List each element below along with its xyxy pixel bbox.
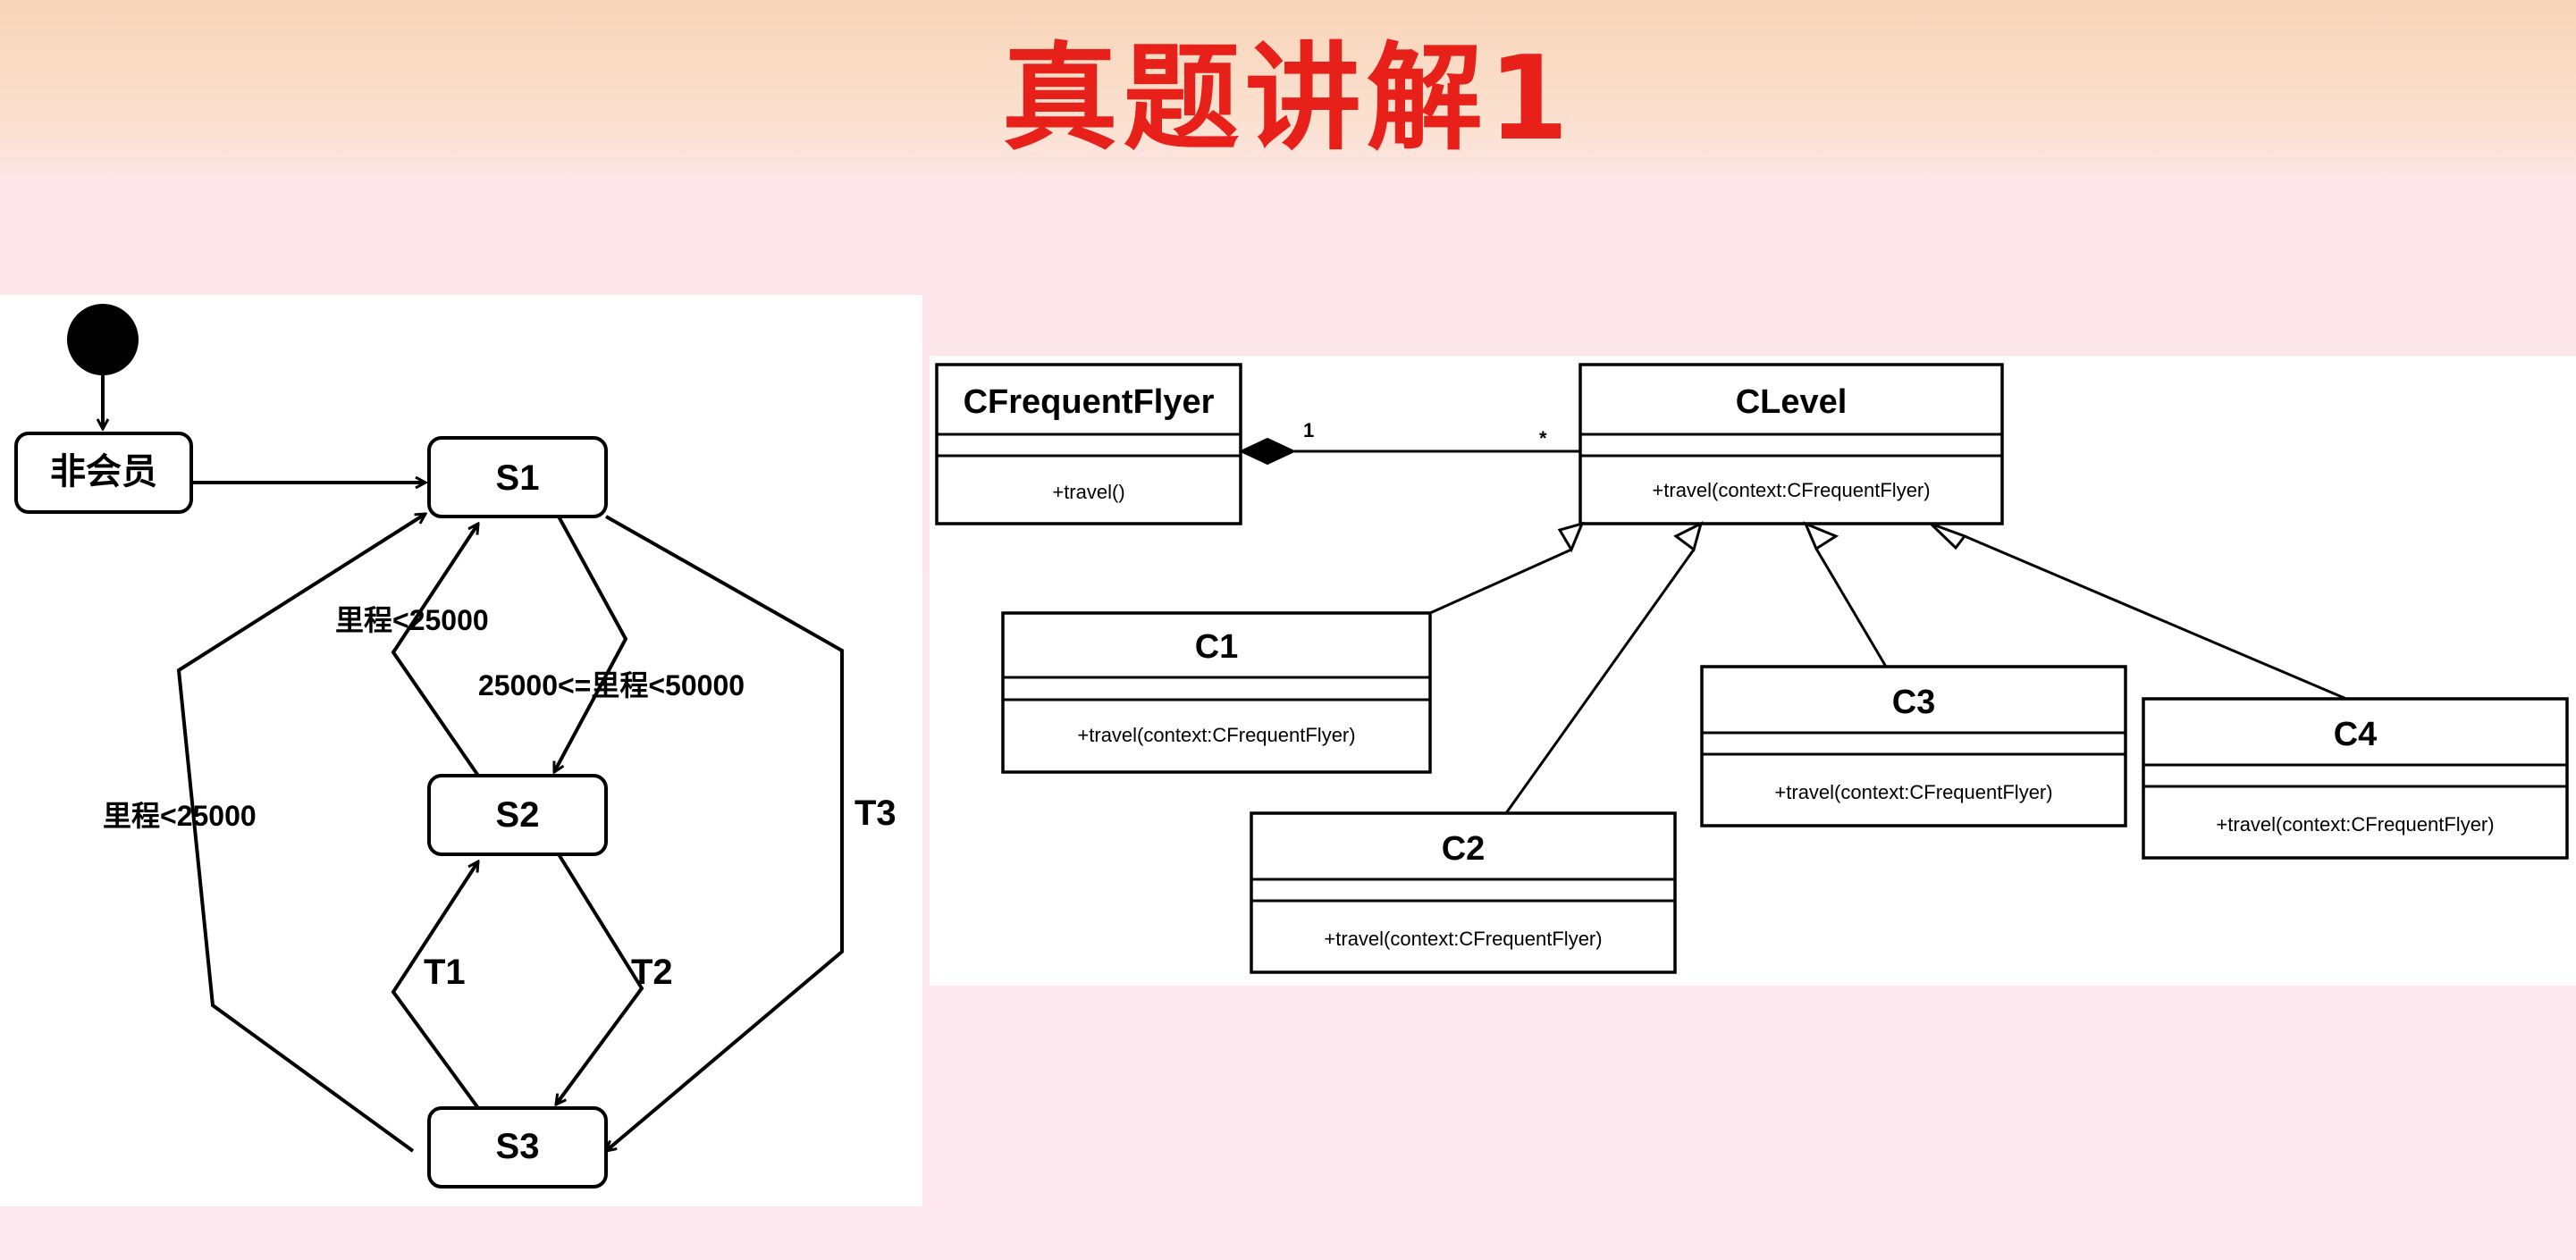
label-s1-s3: T3 [854, 794, 897, 833]
class-cfrequentflyer-op: +travel() [1052, 481, 1124, 503]
transition-s1-s2 [552, 516, 628, 772]
class-clevel: CLevel +travel(context:CFrequentFlyer) [1578, 363, 2004, 525]
class-c4-name: C4 [2334, 716, 2378, 753]
class-c2-name: C2 [1442, 830, 1486, 868]
transition-s2-s3 [556, 853, 644, 1105]
class-c1-op: +travel(context:CFrequentFlyer) [1077, 724, 1355, 746]
class-c4: C4 +travel(context:CFrequentFlyer) [2142, 697, 2569, 860]
class-diagram-panel: CFrequentFlyer +travel() 1 * CLevel +tra… [930, 356, 2576, 986]
transition-s3-s2 [391, 861, 478, 1110]
transition-s2-s1 [391, 524, 478, 777]
class-c2: C2 +travel(context:CFrequentFlyer) [1250, 811, 1677, 974]
label-s1-s2: 25000<=里程<50000 [478, 669, 745, 701]
class-cfrequentflyer: CFrequentFlyer +travel() [935, 363, 1242, 525]
generalization-c4 [1964, 534, 2347, 701]
label-s2-s1: 里程<25000 [335, 604, 489, 636]
composition-diamond [1238, 437, 1297, 466]
class-c3-name: C3 [1892, 684, 1936, 721]
class-c3: C3 +travel(context:CFrequentFlyer) [1700, 665, 2127, 827]
class-c1: C1 +travel(context:CFrequentFlyer) [1001, 611, 1432, 774]
state-nonmember: 非会员 [14, 432, 193, 514]
state-s1: S1 [427, 436, 608, 518]
generalization-c4-arrowhead [1929, 522, 1967, 550]
state-s2: S2 [427, 774, 608, 856]
state-s3: S3 [427, 1106, 608, 1189]
class-diagram: CFrequentFlyer +travel() 1 * CLevel +tra… [935, 363, 2569, 974]
transition-s3-s1 [176, 512, 425, 1153]
generalization-c1-arrowhead [1557, 521, 1585, 553]
multiplicity-flyer-end: 1 [1303, 419, 1314, 441]
state-s3-label: S3 [496, 1127, 540, 1166]
state-s2-label: S2 [496, 795, 540, 835]
state-s1-label: S1 [496, 458, 540, 498]
generalization-c1 [1429, 548, 1572, 615]
generalization-c3-arrowhead [1803, 521, 1839, 551]
composition-association: 1 * [1238, 419, 1580, 466]
label-s3-s2: T1 [424, 953, 466, 992]
generalization-c3 [1814, 548, 1888, 668]
initial-state-dot [67, 304, 139, 375]
class-c2-op: +travel(context:CFrequentFlyer) [1324, 928, 1602, 950]
label-s3-s1: 里程<25000 [103, 800, 257, 832]
class-clevel-name: CLevel [1736, 383, 1848, 421]
state-nonmember-label: 非会员 [50, 452, 157, 491]
state-diagram: 非会员 S1 S2 S3 里程<25000 25000<=里程<50000 里程… [14, 304, 897, 1189]
generalization-c2 [1504, 549, 1696, 814]
transition-s1-s3 [606, 515, 844, 1151]
class-c1-name: C1 [1195, 628, 1239, 666]
generalization-c2-arrowhead [1673, 521, 1704, 552]
class-clevel-op: +travel(context:CFrequentFlyer) [1652, 479, 1930, 501]
slide-title: 真题讲解1 [1001, 30, 1575, 166]
class-c3-op: +travel(context:CFrequentFlyer) [1774, 781, 2052, 803]
class-cfrequentflyer-name: CFrequentFlyer [964, 383, 1215, 421]
multiplicity-level-end: * [1539, 427, 1547, 449]
class-c4-op: +travel(context:CFrequentFlyer) [2216, 813, 2494, 836]
state-diagram-panel: 非会员 S1 S2 S3 里程<25000 25000<=里程<50000 里程… [0, 295, 922, 1206]
label-s2-s3: T2 [631, 953, 673, 992]
